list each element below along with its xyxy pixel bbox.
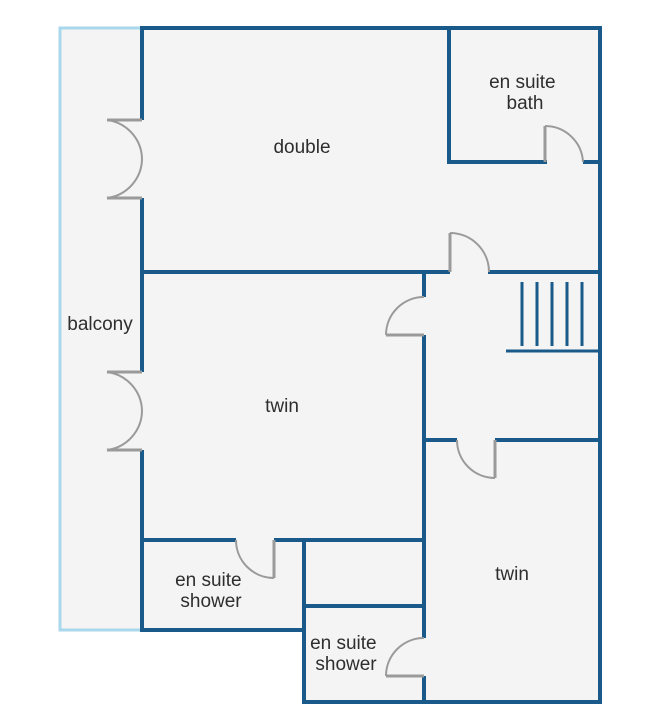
label-line: bath: [507, 93, 544, 114]
closet-floor: [304, 540, 424, 606]
room-label-en-suite-shower-bottom: en suite shower: [310, 633, 382, 675]
wall-bath-left: [447, 26, 547, 164]
label-line: en suite: [175, 570, 242, 591]
door-arc: [235, 539, 275, 579]
room-label-double: double: [273, 137, 330, 158]
twin-right-room-floor: [424, 440, 600, 702]
label-line: en suite: [310, 633, 377, 654]
door-arc: [456, 439, 496, 479]
balcony-outline: [58, 26, 142, 632]
room-label-twin-right: twin: [495, 564, 529, 585]
double-room-floor: [142, 28, 600, 272]
door-arc: [385, 637, 425, 677]
room-label-twin-left: twin: [265, 396, 299, 417]
door-leaf: [107, 118, 142, 200]
label-line: en suite: [489, 72, 556, 93]
door-arc: [544, 124, 584, 163]
label-line: shower: [180, 591, 242, 612]
door-arc: [106, 119, 143, 199]
door-arc: [106, 371, 143, 451]
twin-room-floor: [142, 272, 424, 540]
room-label-en-suite-shower-left: en suite shower: [175, 570, 247, 612]
room-label-balcony: balcony: [67, 314, 133, 335]
label-line: shower: [315, 654, 377, 675]
door-arc: [385, 296, 425, 336]
door-leaf: [107, 370, 142, 452]
room-label-en-suite-bath: en suite bath: [489, 72, 561, 114]
en-suite-shower-left-floor: [142, 540, 304, 630]
landing-floor: [424, 272, 600, 440]
staircase-icon: [506, 282, 600, 353]
en-suite-shower-bottom-floor: [304, 606, 424, 702]
door-arc: [449, 232, 490, 273]
